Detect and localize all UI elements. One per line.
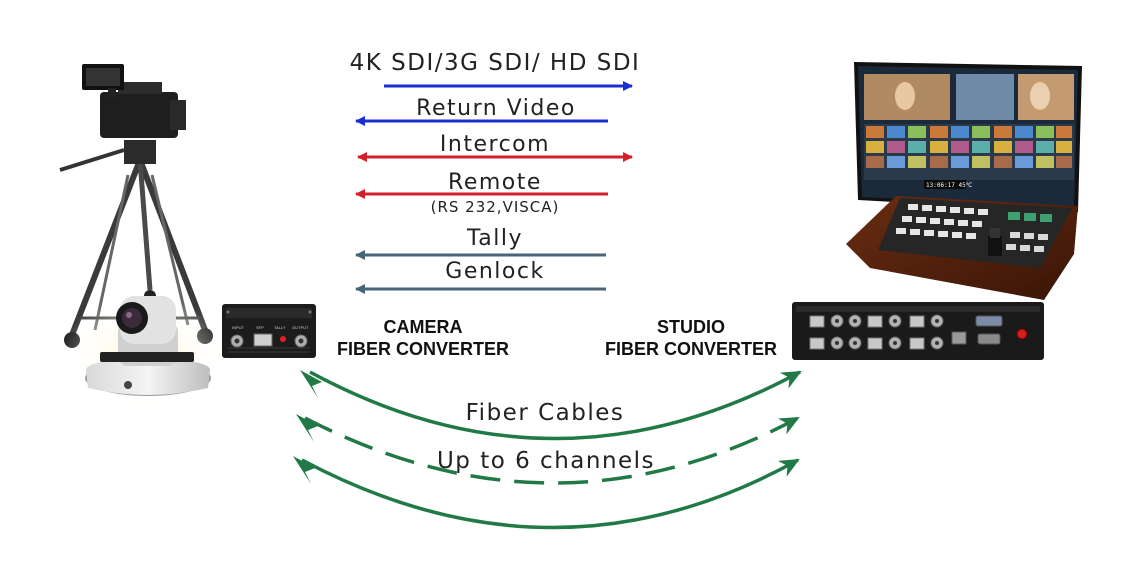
signal-sublabel-remote: (RS 232,VISCA) xyxy=(430,198,560,216)
studio-converter-label: STUDIO FIBER CONVERTER xyxy=(586,316,796,360)
studio-converter-line2: FIBER CONVERTER xyxy=(604,339,777,359)
fiber-arrowhead-left-2 xyxy=(296,414,318,442)
fiber-channels-label: Up to 6 channels xyxy=(436,448,656,474)
fiber-arrowhead-left-1 xyxy=(300,370,322,398)
signal-label-genlock: Genlock xyxy=(445,259,545,284)
port-label-input: INPUT xyxy=(232,325,245,330)
studio-fiber-converter-icon xyxy=(792,302,1044,360)
fiber-arrowhead-left-3 xyxy=(293,456,315,484)
fiber-arc-top xyxy=(309,370,802,441)
monitor-clock: 13:06:17 45℃ xyxy=(926,182,973,189)
fiber-arc-bottom xyxy=(301,458,800,530)
camera-converter-line2: FIBER CONVERTER xyxy=(336,339,509,359)
camera-converter-line1: CAMERA xyxy=(383,317,463,337)
port-label-output: OUTPUT xyxy=(292,325,309,330)
signal-label-sdi: 4K SDI/3G SDI/ HD SDI xyxy=(349,50,641,76)
camera-fiber-converter-icon: INPUT SFP TALLY OUTPUT xyxy=(222,304,316,358)
signal-label-remote: Remote xyxy=(448,170,542,195)
signal-label-intercom: Intercom xyxy=(439,132,551,157)
fiber-arc-middle xyxy=(304,416,800,485)
broadcast-camera-icon xyxy=(59,64,213,348)
signal-label-tally: Tally xyxy=(466,226,524,251)
port-label-tally: TALLY xyxy=(274,325,286,330)
camera-converter-label: CAMERA FIBER CONVERTER xyxy=(318,316,528,360)
port-label-sfp: SFP xyxy=(256,325,264,330)
multiview-grid xyxy=(864,124,1074,180)
ptz-camera-icon xyxy=(60,296,230,413)
studio-converter-line1: STUDIO xyxy=(656,317,725,337)
fiber-cables-label: Fiber Cables xyxy=(465,400,625,426)
signal-label-return-video: Return Video xyxy=(416,96,576,121)
video-switcher-icon: 13:06:17 45℃ xyxy=(846,62,1082,300)
